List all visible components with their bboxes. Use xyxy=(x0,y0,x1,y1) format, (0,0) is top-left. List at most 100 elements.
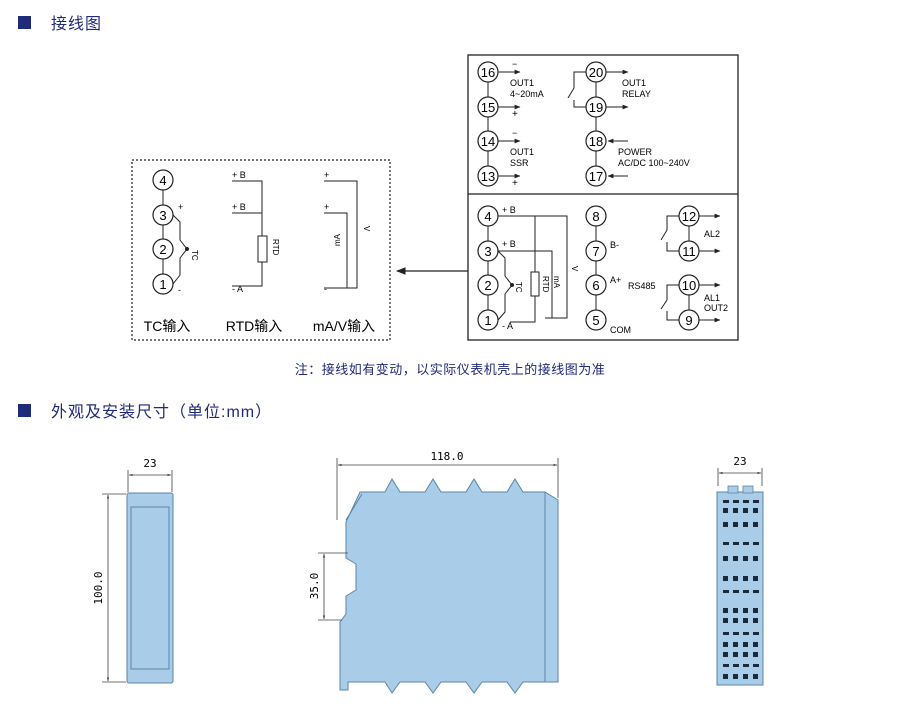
input-panel: 4 3 2 1 + - TC + B + B - A xyxy=(131,159,391,341)
out1-label: OUT1 xyxy=(510,78,534,88)
minus-label: − xyxy=(512,128,517,138)
terminal-slot xyxy=(733,652,738,657)
terminal-slot xyxy=(743,652,748,657)
b-label: + B xyxy=(502,205,516,215)
terminal-20: 20 xyxy=(585,61,607,83)
terminal-slot xyxy=(733,642,738,647)
terminal-18: 18 xyxy=(585,130,607,152)
a-label: - A xyxy=(232,284,243,294)
tc-label: TC xyxy=(190,250,199,261)
b-label: + B xyxy=(232,202,246,212)
bottom-section: 4 3 2 1 + B + B - A TC xyxy=(477,205,728,335)
out1-label: OUT1 xyxy=(622,78,646,88)
terminal-9: 9 xyxy=(678,309,700,331)
terminal-number: 1 xyxy=(159,277,166,292)
terminal-number: 14 xyxy=(481,134,495,149)
terminal-7: 7 xyxy=(585,240,607,262)
terminal-slot xyxy=(753,674,758,679)
b-label: + B xyxy=(232,170,246,180)
terminal-number: 8 xyxy=(592,209,599,224)
top-section: 16 15 14 13 − + − + OUT1 4~20mA xyxy=(477,59,690,189)
terminal-number: 11 xyxy=(682,244,696,259)
power-voltage-label: AC/DC 100~240V xyxy=(618,158,690,168)
thermocouple-symbol: + - TC xyxy=(172,202,199,295)
ma-label: mA xyxy=(333,233,342,246)
terminal-number: 7 xyxy=(592,244,599,259)
terminal-slot xyxy=(743,618,748,623)
terminal-10: 10 xyxy=(678,274,700,296)
section-square-icon xyxy=(18,15,31,29)
terminal-slot xyxy=(733,508,738,513)
rs485-label: RS485 xyxy=(628,281,656,291)
terminal-slots xyxy=(723,500,759,679)
terminal-19: 19 xyxy=(585,96,607,118)
terminal-slot xyxy=(723,508,728,513)
minus-label: − xyxy=(512,59,517,69)
terminal-block: 16 15 14 13 − + − + OUT1 4~20mA xyxy=(467,54,739,341)
plus-label: + xyxy=(178,202,183,212)
terminal-slot xyxy=(733,500,739,503)
terminal-number: 6 xyxy=(592,278,599,293)
al1-label: AL1 xyxy=(704,293,720,303)
rtd-label: RTD xyxy=(271,239,280,256)
rtd-label: RTD xyxy=(541,276,550,293)
terminal-number: 10 xyxy=(682,278,696,293)
terminal-slot xyxy=(723,556,728,561)
terminal-slot xyxy=(733,608,738,613)
terminal-slot xyxy=(723,652,728,657)
dimension-front-height: 100.0 xyxy=(92,571,105,604)
terminal-slot xyxy=(743,556,748,561)
terminal-number: 3 xyxy=(159,208,166,223)
terminal-slot xyxy=(723,576,728,581)
terminal-number: 19 xyxy=(589,100,603,115)
section-title: 外观及安装尺寸（单位:mm） xyxy=(51,404,273,421)
terminal-view: 23 xyxy=(716,455,764,686)
a-label: - A xyxy=(502,321,513,331)
ma-v-symbol: + + - mA V xyxy=(324,170,371,294)
b-minus-label: B- xyxy=(610,240,619,250)
terminal-slot xyxy=(753,500,759,503)
relay-contact xyxy=(567,71,586,99)
terminal-number: 12 xyxy=(682,209,696,224)
terminal-slot xyxy=(753,664,759,667)
plus-label: + xyxy=(512,109,518,120)
power-label: POWER xyxy=(618,147,653,157)
terminal-slot xyxy=(743,674,748,679)
terminal-slot xyxy=(753,556,758,561)
terminal-12: 12 xyxy=(678,205,700,227)
terminal-slot xyxy=(733,664,739,667)
terminal-slot xyxy=(753,522,758,527)
relay-contact-al2 xyxy=(660,215,679,241)
terminal-slot xyxy=(723,590,729,593)
dimension-rail-height: 35.0 xyxy=(308,573,321,600)
minus-label: - xyxy=(178,285,181,295)
terminal-slot xyxy=(723,618,728,623)
terminal-slot xyxy=(723,500,729,503)
out1-label: OUT1 xyxy=(510,147,534,157)
terminal-slot xyxy=(723,522,728,527)
terminal-slot xyxy=(753,642,758,647)
terminal-slot xyxy=(723,632,729,635)
terminal-slot xyxy=(743,508,748,513)
terminal-slot xyxy=(743,522,748,527)
terminal-15: 15 xyxy=(477,96,499,118)
terminal-11: 11 xyxy=(678,240,700,262)
terminal-slot xyxy=(733,576,738,581)
terminal-slot xyxy=(733,542,739,545)
terminal-3: 3 xyxy=(152,204,174,226)
terminal-5: 5 xyxy=(585,309,607,331)
terminal-number: 15 xyxy=(481,100,495,115)
terminal-number: 17 xyxy=(589,169,603,184)
terminal-slot xyxy=(743,500,749,503)
terminal-number: 18 xyxy=(589,134,603,149)
terminal-6: 6 xyxy=(585,274,607,296)
terminal-slot xyxy=(733,674,738,679)
terminal-slot xyxy=(743,608,748,613)
terminal-number: 5 xyxy=(592,313,599,328)
com-label: COM xyxy=(610,325,631,335)
terminal-8: 8 xyxy=(585,205,607,227)
minus-label: - xyxy=(324,284,327,294)
terminal-number: 20 xyxy=(589,65,603,80)
terminal-slot xyxy=(753,652,758,657)
